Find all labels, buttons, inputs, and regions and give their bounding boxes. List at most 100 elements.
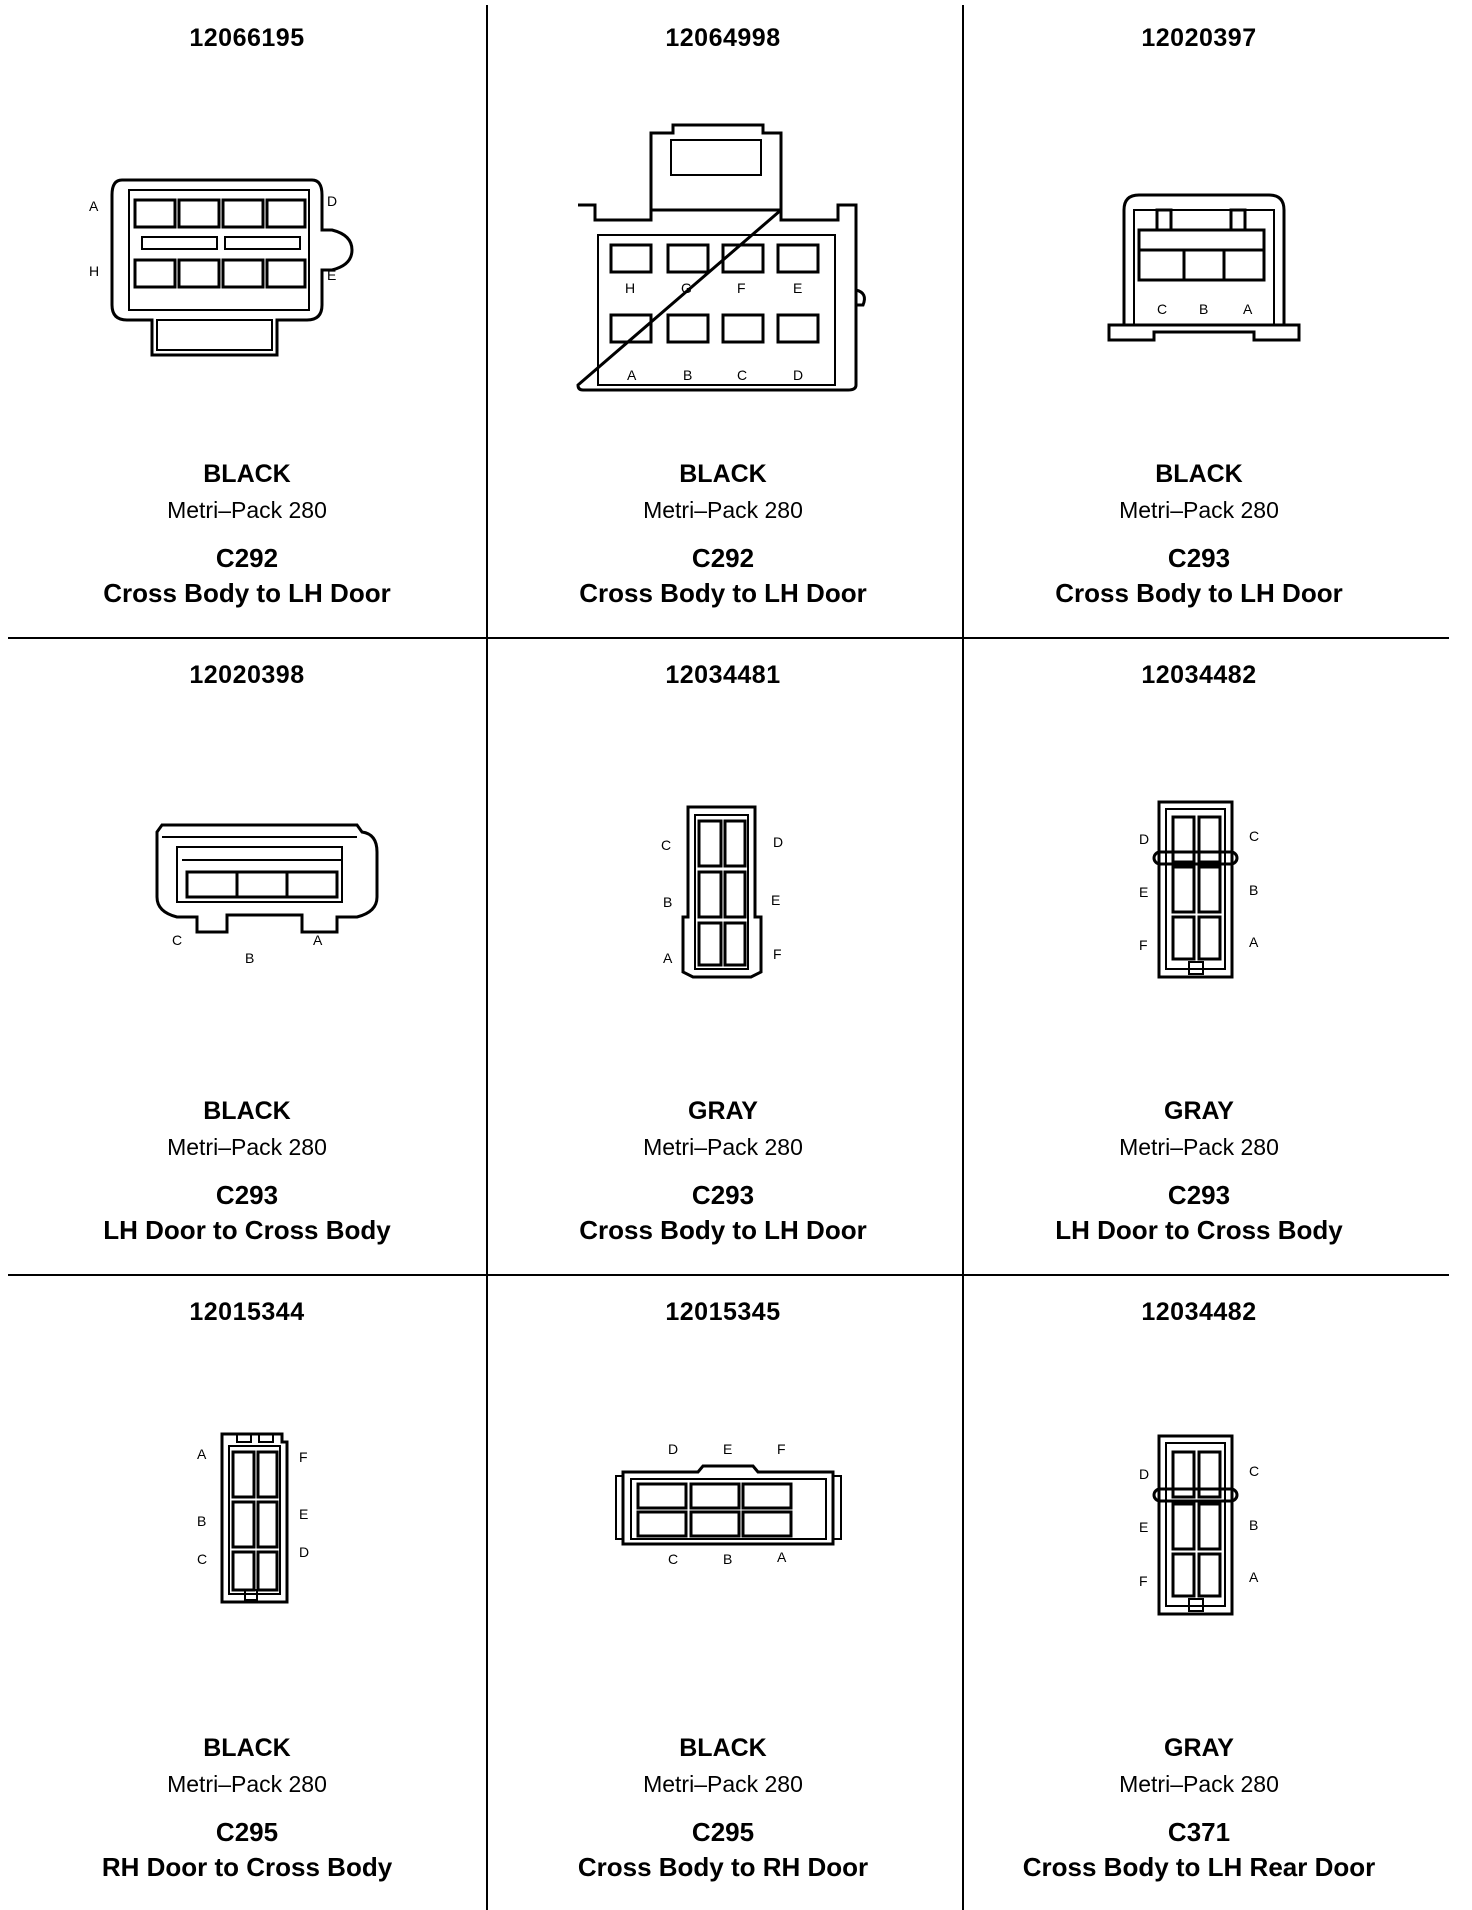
connector-cell: 12015345 D E F C B A BLACK Metri–Pac — [486, 1274, 960, 1910]
pin-label: B — [723, 1551, 732, 1567]
connector-cell: 12015344 A F B E C D BLACK — [10, 1274, 484, 1910]
wire-color: BLACK — [203, 1734, 291, 1762]
connector-id: C295 — [215, 1817, 279, 1847]
connector-description: Cross Body to RH Door — [577, 1852, 869, 1882]
pin-label: F — [299, 1449, 308, 1465]
part-number: 12020397 — [1141, 24, 1257, 52]
connector-id: C293 — [1167, 543, 1231, 573]
connector-description: LH Door to Cross Body — [103, 1215, 391, 1245]
connector-12034482-icon: D C E B F A — [1139, 1434, 1259, 1616]
connector-12015345-icon: D E F C B A — [615, 1441, 842, 1567]
pin-label: B — [1249, 1517, 1258, 1533]
part-number: 12020398 — [189, 661, 305, 689]
pin-label: F — [773, 946, 782, 962]
pin-label: C — [197, 1551, 207, 1567]
part-number: 12064998 — [665, 24, 781, 52]
connector-face-drawing: C B A — [47, 737, 447, 1077]
connector-cell: 12034481 C D B E A F GRAY Metri–Pack 280… — [486, 637, 960, 1273]
connector-cell: 12064998 H G F E A B — [486, 0, 960, 636]
part-number: 12015345 — [665, 1298, 781, 1326]
part-number: 12034481 — [665, 661, 781, 689]
connector-face-drawing: H G F E A B C D — [523, 100, 923, 440]
terminal-family: Metri–Pack 280 — [167, 1134, 327, 1160]
terminal-family: Metri–Pack 280 — [643, 1134, 803, 1160]
connector-id: C292 — [215, 543, 279, 573]
terminal-family: Metri–Pack 280 — [1119, 1771, 1279, 1797]
column-divider — [486, 5, 488, 1910]
wire-color: BLACK — [203, 1097, 291, 1125]
pin-label: E — [723, 1441, 732, 1457]
connector-face-drawing: D C E B F A — [999, 1374, 1399, 1714]
row-divider — [8, 637, 1449, 639]
connector-face-drawing: D E F C B A — [523, 1374, 923, 1714]
connector-12064998-icon: H G F E A B C D — [576, 123, 866, 392]
wire-color: BLACK — [679, 1734, 767, 1762]
pin-label: E — [1139, 884, 1148, 900]
connector-description: Cross Body to LH Door — [579, 1215, 867, 1245]
pin-label: B — [663, 894, 672, 910]
part-number: 12034482 — [1141, 661, 1257, 689]
pin-label: C — [668, 1551, 678, 1567]
connector-description: Cross Body to LH Door — [103, 578, 391, 608]
connector-12034482-icon: D C E B F A — [1139, 800, 1259, 979]
pin-label: A — [627, 367, 637, 383]
row-divider — [8, 1274, 1449, 1276]
pin-label: B — [1199, 301, 1208, 317]
connector-id: C371 — [1167, 1817, 1231, 1847]
pin-label: A — [1249, 934, 1259, 950]
column-divider — [962, 5, 964, 1910]
terminal-family: Metri–Pack 280 — [643, 1771, 803, 1797]
pin-label: C — [661, 837, 671, 853]
pin-label: H — [89, 263, 99, 279]
pin-label: E — [771, 892, 780, 908]
pin-label: E — [1139, 1519, 1148, 1535]
terminal-family: Metri–Pack 280 — [167, 1771, 327, 1797]
connector-12066195-icon: A D H E — [89, 178, 354, 357]
pin-label: D — [327, 193, 337, 209]
connector-id: C295 — [691, 1817, 755, 1847]
connector-face-drawing: C B A — [999, 100, 1399, 440]
pin-label: A — [1249, 1569, 1259, 1585]
pin-label: B — [1249, 882, 1258, 898]
wire-color: GRAY — [1164, 1734, 1234, 1762]
connector-cell: 12034482 D C E B F A GRAY — [962, 1274, 1436, 1910]
wire-color: BLACK — [679, 460, 767, 488]
terminal-family: Metri–Pack 280 — [643, 497, 803, 523]
pin-label: C — [737, 367, 747, 383]
pin-label: C — [1249, 828, 1259, 844]
connector-id: C293 — [1167, 1180, 1231, 1210]
connector-id: C293 — [691, 1180, 755, 1210]
terminal-family: Metri–Pack 280 — [167, 497, 327, 523]
wire-color: GRAY — [1164, 1097, 1234, 1125]
pin-label: C — [172, 932, 182, 948]
connector-12034481-icon: C D B E A F — [661, 805, 783, 979]
connector-face-drawing: A F B E C D — [47, 1374, 447, 1714]
pin-label: H — [625, 280, 635, 296]
wire-color: BLACK — [203, 460, 291, 488]
pin-label: A — [777, 1549, 787, 1565]
pin-label: E — [299, 1506, 308, 1522]
terminal-family: Metri–Pack 280 — [1119, 1134, 1279, 1160]
terminal-family: Metri–Pack 280 — [1119, 497, 1279, 523]
connector-cell: 12020398 C B A BLACK Metri–Pack 280 C293… — [10, 637, 484, 1273]
pin-label: B — [245, 950, 254, 966]
connector-face-drawing: A D H E — [47, 100, 447, 440]
connector-id: C292 — [691, 543, 755, 573]
part-number: 12034482 — [1141, 1298, 1257, 1326]
pin-label: E — [327, 267, 336, 283]
connector-cell: 12034482 D C E B F A GRAY — [962, 637, 1436, 1273]
connector-id: C293 — [215, 1180, 279, 1210]
connector-description: Cross Body to LH Rear Door — [1022, 1852, 1376, 1882]
pin-label: D — [773, 834, 783, 850]
connector-12020398-icon: C B A — [155, 823, 379, 966]
pin-label: D — [299, 1544, 309, 1560]
pin-label: B — [683, 367, 692, 383]
pin-label: D — [1139, 831, 1149, 847]
pin-label: C — [1249, 1463, 1259, 1479]
pin-label: G — [681, 280, 692, 296]
pin-label: D — [793, 367, 803, 383]
pin-label: F — [777, 1441, 786, 1457]
pin-label: A — [663, 950, 673, 966]
connector-face-drawing: C D B E A F — [523, 737, 923, 1077]
connector-cell: 12066195 A D H E BLACK Metri–P — [10, 0, 484, 636]
